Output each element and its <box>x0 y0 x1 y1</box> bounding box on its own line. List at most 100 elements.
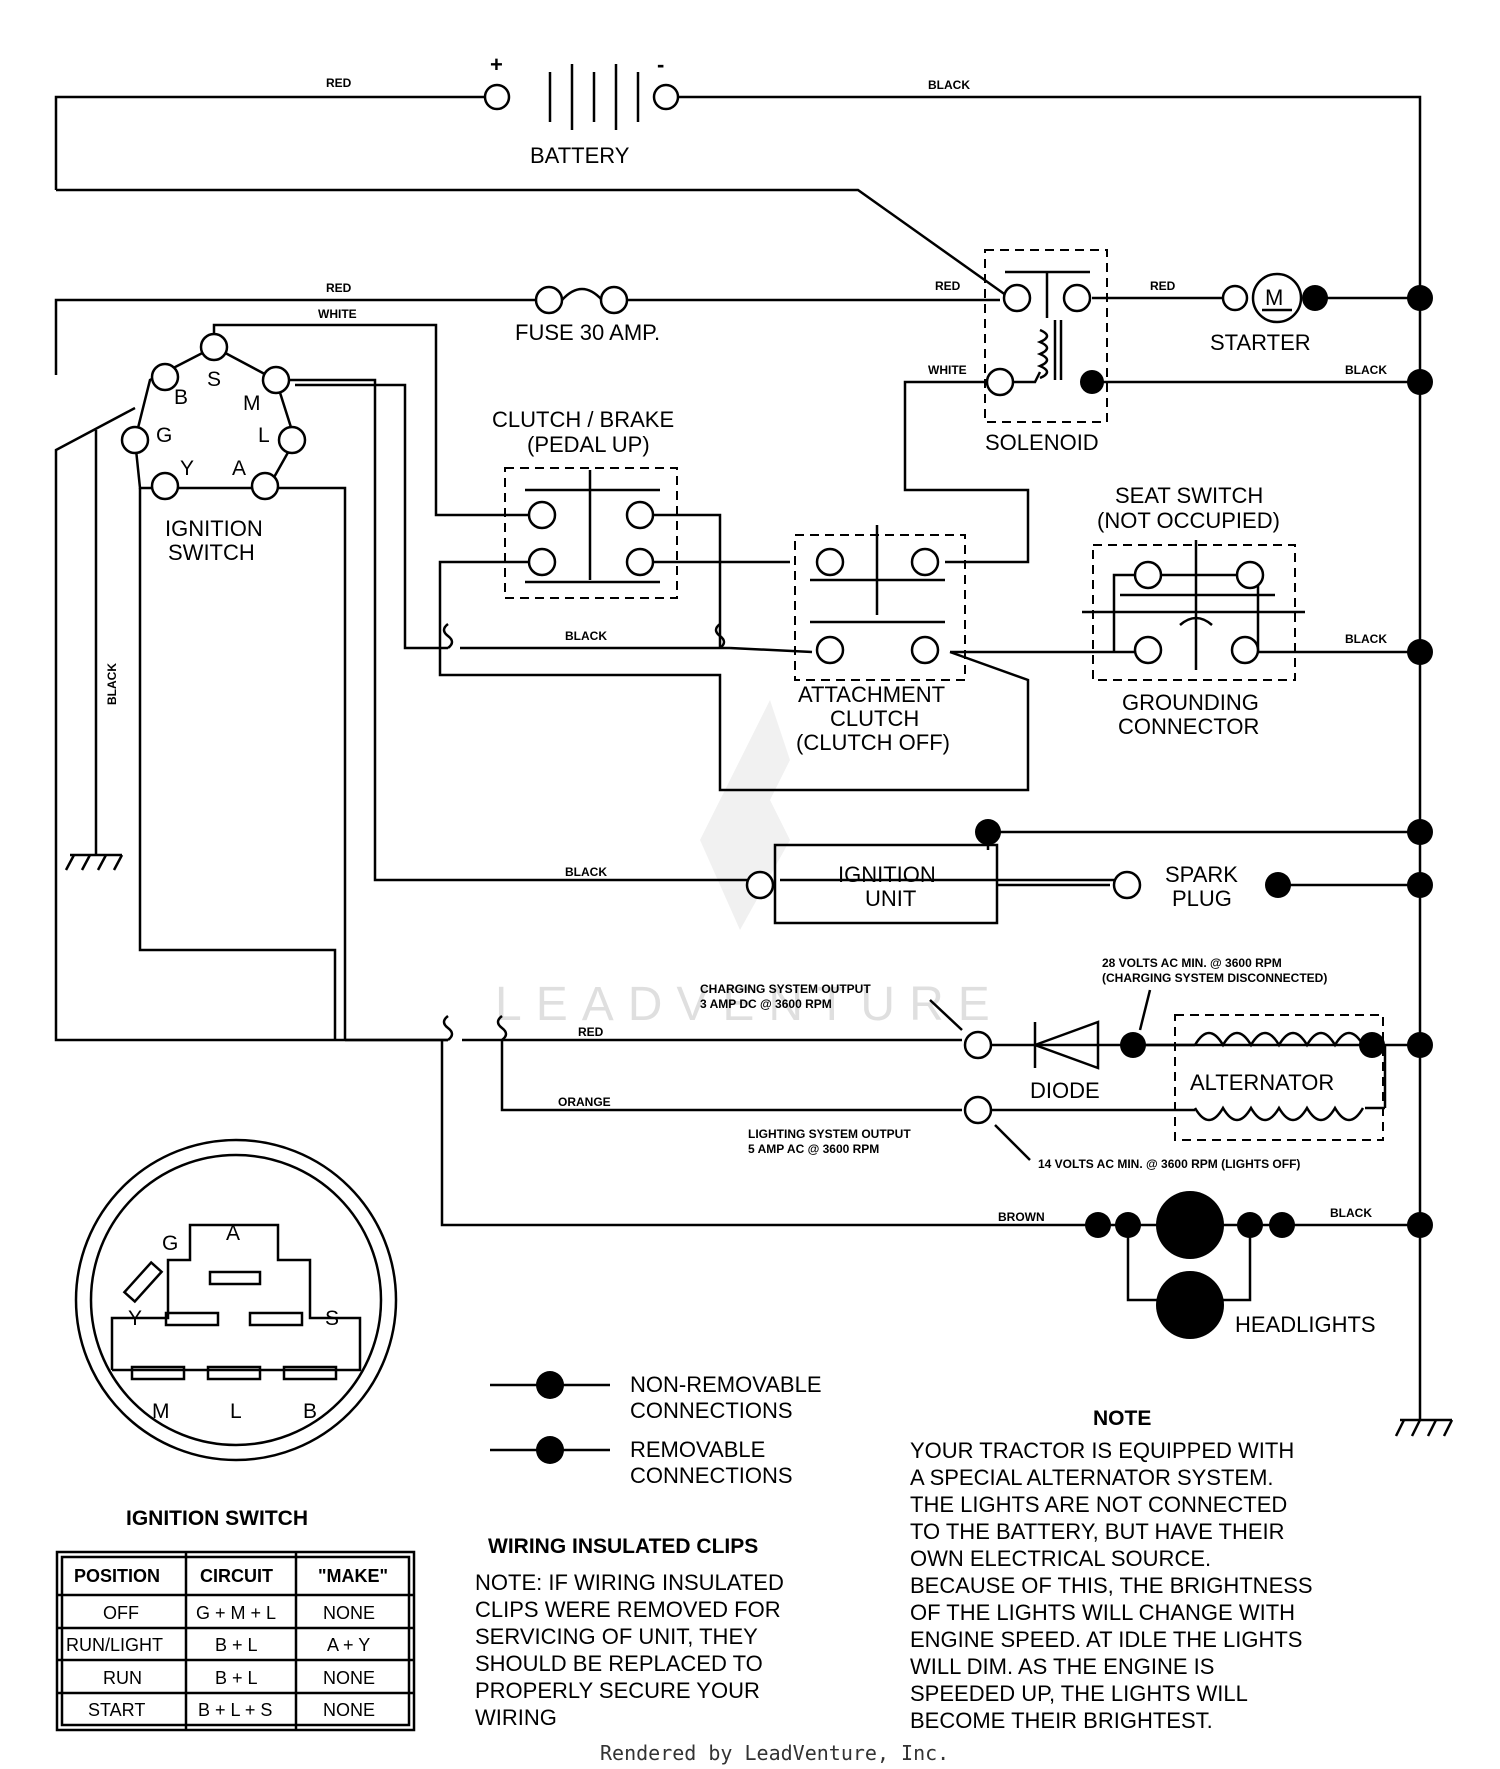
table-cell: B + L <box>215 1635 258 1655</box>
face-pin-B: B <box>303 1400 317 1423</box>
table-cell: RUN/LIGHT <box>66 1635 163 1655</box>
face-pin-L: L <box>230 1400 242 1423</box>
wires <box>54 95 1422 1420</box>
table-cell: RUN <box>103 1668 142 1688</box>
starter-symbol: M <box>1265 285 1283 310</box>
spark-plug: SPARK PLUG <box>1112 862 1291 911</box>
alternator: ALTERNATOR 28 VOLTS AC MIN. @ 3600 RPM (… <box>748 956 1387 1171</box>
fuse-label: FUSE 30 AMP. <box>515 320 660 345</box>
face-pin-Y: Y <box>128 1307 142 1330</box>
ignition-switch-label-2: SWITCH <box>168 540 255 565</box>
legend-removable-1: REMOVABLE <box>630 1437 765 1462</box>
face-pin-A: A <box>226 1222 240 1245</box>
bus-connections <box>1407 285 1433 1238</box>
wire-label-white: WHITE <box>318 307 357 321</box>
pin-Y: Y <box>180 457 194 480</box>
battery-label: BATTERY <box>530 143 630 168</box>
wire-label-red: RED <box>935 279 961 293</box>
clips-line: PROPERLY SECURE YOUR <box>475 1678 760 1703</box>
note-line: WILL DIM. AS THE ENGINE IS <box>910 1654 1214 1679</box>
clutch-brake-label-1: CLUTCH / BRAKE <box>492 407 674 432</box>
clips-line: NOTE: IF WIRING INSULATED <box>475 1570 784 1595</box>
table-header-position: POSITION <box>74 1566 160 1586</box>
ignition-unit-label-2: UNIT <box>865 886 916 911</box>
clips-line: SERVICING OF UNIT, THEY <box>475 1624 758 1649</box>
wire-label-red: RED <box>326 76 352 90</box>
clutch-brake-label-2: (PEDAL UP) <box>527 432 650 457</box>
ignition-switch: S B M G L Y A IGNITION SWITCH <box>120 332 307 565</box>
table-cell: G + M + L <box>196 1603 276 1623</box>
table-cell: NONE <box>323 1603 375 1623</box>
ignition-unit: IGNITION UNIT <box>745 819 1110 925</box>
attachment-clutch-switch: ATTACHMENT CLUTCH (CLUTCH OFF) <box>794 525 966 755</box>
seat-switch-label-2: (NOT OCCUPIED) <box>1097 508 1280 533</box>
table-cell: START <box>88 1700 145 1720</box>
table-cell: B + L + S <box>198 1700 272 1720</box>
wire-label-black: BLACK <box>565 629 607 643</box>
table-title: IGNITION SWITCH <box>126 1507 308 1530</box>
starter: M STARTER <box>1210 272 1328 355</box>
charging-output-1: CHARGING SYSTEM OUTPUT <box>700 982 871 996</box>
charging-volts-2: (CHARGING SYSTEM DISCONNECTED) <box>1102 971 1327 985</box>
wire-label-black: BLACK <box>1345 632 1387 646</box>
ground-right <box>1394 1418 1454 1437</box>
note-line: OF THE LIGHTS WILL CHANGE WITH <box>910 1600 1295 1625</box>
render-credit: Rendered by LeadVenture, Inc. <box>600 1741 949 1765</box>
wire-label-black: BLACK <box>1330 1206 1372 1220</box>
attachment-clutch-label-1: ATTACHMENT <box>798 682 945 707</box>
face-pin-M: M <box>152 1400 170 1423</box>
wire-label-red: RED <box>326 281 352 295</box>
solenoid-label: SOLENOID <box>985 430 1099 455</box>
wire-label-red: RED <box>1150 279 1176 293</box>
legend-removable-2: CONNECTIONS <box>630 1463 793 1488</box>
wire-label-orange: ORANGE <box>558 1095 611 1109</box>
wire-label-red: RED <box>578 1025 604 1039</box>
wire-label-black: BLACK <box>565 865 607 879</box>
battery-minus: - <box>657 52 664 77</box>
lighting-output-2: 5 AMP AC @ 3600 RPM <box>748 1142 879 1156</box>
face-pin-S: S <box>325 1307 339 1330</box>
attachment-clutch-label-2: CLUTCH <box>830 706 919 731</box>
battery-plus: + <box>490 52 503 77</box>
clips-title: WIRING INSULATED CLIPS <box>488 1535 758 1558</box>
seat-switch-label-1: SEAT SWITCH <box>1115 483 1263 508</box>
pin-S: S <box>207 368 221 391</box>
grounding-connector-label-2: CONNECTOR <box>1118 714 1259 739</box>
note-line: SPEEDED UP, THE LIGHTS WILL <box>910 1681 1248 1706</box>
note-line: BECAUSE OF THIS, THE BRIGHTNESS <box>910 1573 1313 1598</box>
charging-volts-1: 28 VOLTS AC MIN. @ 3600 RPM <box>1102 956 1282 970</box>
ignition-unit-label-1: IGNITION <box>838 862 936 887</box>
note-line: YOUR TRACTOR IS EQUIPPED WITH <box>910 1438 1294 1463</box>
charging-output-2: 3 AMP DC @ 3600 RPM <box>700 997 832 1011</box>
watermark-text: LEADVENTURE <box>495 978 1004 1031</box>
lighting-volts: 14 VOLTS AC MIN. @ 3600 RPM (LIGHTS OFF) <box>1038 1157 1300 1171</box>
wire-label-black: BLACK <box>928 78 970 92</box>
solenoid: SOLENOID <box>984 249 1108 455</box>
seat-switch: SEAT SWITCH (NOT OCCUPIED) GROUNDING CON… <box>1082 483 1305 739</box>
note-line: ENGINE SPEED. AT IDLE THE LIGHTS <box>910 1627 1302 1652</box>
table-cell: A + Y <box>327 1635 370 1655</box>
watermark: LEADVENTURE <box>495 700 1004 1031</box>
clips-line: SHOULD BE REPLACED TO <box>475 1651 763 1676</box>
pin-A: A <box>232 457 246 480</box>
headlights: HEADLIGHTS <box>1085 1191 1376 1339</box>
diode: DIODE CHARGING SYSTEM OUTPUT 3 AMP DC @ … <box>700 982 1100 1103</box>
attachment-clutch-label-3: (CLUTCH OFF) <box>796 730 950 755</box>
ground-left <box>64 853 124 871</box>
wire-label-black: BLACK <box>1345 363 1387 377</box>
spark-plug-label-2: PLUG <box>1172 886 1232 911</box>
face-pin-G: G <box>162 1232 178 1255</box>
battery: + - BATTERY <box>483 52 680 168</box>
note-line: TO THE BATTERY, BUT HAVE THEIR <box>910 1519 1285 1544</box>
table-cell: NONE <box>323 1668 375 1688</box>
note-title: NOTE <box>1093 1407 1151 1430</box>
table-cell: B + L <box>215 1668 258 1688</box>
headlights-label: HEADLIGHTS <box>1235 1312 1376 1337</box>
pin-B: B <box>174 386 188 409</box>
alternator-label: ALTERNATOR <box>1190 1070 1334 1095</box>
diode-label: DIODE <box>1030 1078 1100 1103</box>
wire-label-white: WHITE <box>928 363 967 377</box>
legend-non-removable-2: CONNECTIONS <box>630 1398 793 1423</box>
ignition-switch-label-1: IGNITION <box>165 516 263 541</box>
